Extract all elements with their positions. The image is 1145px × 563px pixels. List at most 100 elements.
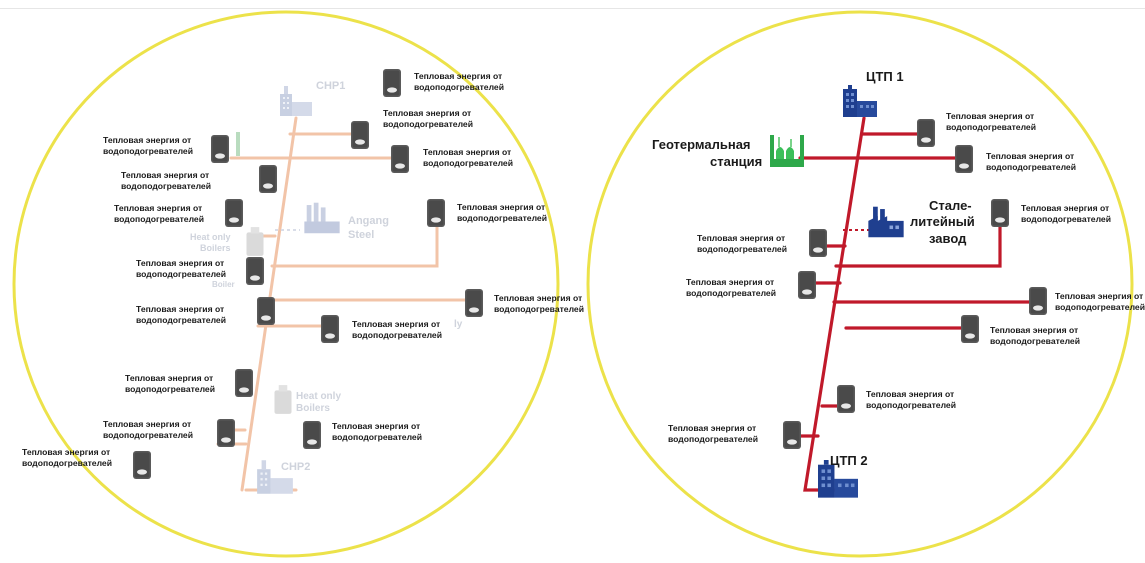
heater-caption-line: Тепловая энергия от [1021,203,1109,213]
heater-icon [133,451,151,479]
geo-label-1: Геотермальная [652,137,751,152]
heater-caption-line: водоподогревателей [414,82,504,92]
heater-caption-line: водоподогревателей [494,304,584,314]
heater-icon [321,315,339,343]
heater-icon [809,229,827,257]
heat-only-boilers-bottom-icon [274,385,292,414]
angang-steel-factory-icon [304,202,340,234]
angang-label-2: Steel [348,229,374,241]
heater-caption-line: Тепловая энергия от [383,108,471,118]
heater-caption-line: водоподогревателей [136,269,226,279]
heater-caption-line: Тепловая энергия от [414,71,502,81]
heater-caption-line: водоподогревателей [1021,214,1111,224]
right-panel: ЦТП 1 Геотермальная станция Стале- литей… [586,10,1134,558]
heater-caption-line: водоподогревателей [686,288,776,298]
steel-label-3: завод [929,231,967,246]
heater-icon [391,145,409,173]
heater-icon [991,199,1009,227]
heater-caption-line: водоподогревателей [383,119,473,129]
heater-group: Тепловая энергия отводоподогревателейТеп… [22,69,1145,479]
heater-caption-line: водоподогревателей [136,315,226,325]
steel-label-2: литейный [910,214,975,229]
heater-icon [917,119,935,147]
heater-icon [955,145,973,173]
heater-caption-line: водоподогревателей [423,158,513,168]
heater-caption-line: водоподогревателей [866,400,956,410]
heater-caption-line: водоподогревателей [103,430,193,440]
heater-icon [259,165,277,193]
heater-caption-line: Тепловая энергия от [686,277,774,287]
heater-caption-line: водоподогревателей [990,336,1080,346]
heater-caption-line: Тепловая энергия от [668,423,756,433]
heater-icon [427,199,445,227]
heater-caption-line: Тепловая энергия от [352,319,440,329]
angang-label-1: Angang [348,215,389,227]
ctp2-label: ЦТП 2 [830,453,868,468]
heater-icon [257,297,275,325]
chp1-building-icon [280,86,312,116]
right-ring [586,10,1134,558]
heater-caption-line: Тепловая энергия от [114,203,202,213]
heater-caption-line: водоподогревателей [114,214,204,224]
ctp1-label: ЦТП 1 [866,69,904,84]
heat-only-boilers-top-icon [246,227,264,256]
heater-icon [383,69,401,97]
heater-icon [211,135,229,163]
stray-label: ly [454,319,463,330]
heater-icon [225,199,243,227]
heater-icon [961,315,979,343]
heater-caption-line: Тепловая энергия от [866,389,954,399]
heater-caption-line: Тепловая энергия от [946,111,1034,121]
heater-icon [783,421,801,449]
steel-plant-factory-icon [868,206,904,238]
right-pipe-network [795,116,1042,492]
heater-caption-line: Тепловая энергия от [125,373,213,383]
heater-caption-line: Тепловая энергия от [332,421,420,431]
heater-icon [246,257,264,285]
geothermal-station-icon [770,135,804,167]
heater-icon [1029,287,1047,315]
ctp1-building-icon [843,85,877,117]
heater-caption-line: водоподогревателей [1055,302,1145,312]
heater-icon [217,419,235,447]
boilers-top-label-2: Boilers [200,243,231,253]
heater-caption-line: Тепловая энергия от [494,293,582,303]
heater-caption-line: Тепловая энергия от [103,419,191,429]
heater-caption-line: водоподогревателей [103,146,193,156]
heater-caption-line: Тепловая энергия от [22,447,110,457]
heater-caption-line: водоподогревателей [668,434,758,444]
heater-caption-line: Тепловая энергия от [457,202,545,212]
boilers-bottom-label-1: Heat only [296,391,341,402]
heater-caption-line: водоподогревателей [946,122,1036,132]
geo-label-2: станция [710,154,762,169]
left-panel: CHP1 Angang Steel Heat only Boilers Boil… [12,10,560,558]
heater-caption-line: Тепловая энергия от [990,325,1078,335]
left-ring [12,10,560,558]
boilers-bottom-label-2: Boilers [296,403,330,414]
heater-icon [235,369,253,397]
heater-caption-line: водоподогревателей [986,162,1076,172]
steel-label-1: Стале- [929,198,972,213]
top-divider [0,8,1145,9]
heater-caption-line: водоподогревателей [125,384,215,394]
heater-icon [465,289,483,317]
heater-caption-line: водоподогревателей [121,181,211,191]
boilers-top-label-1: Heat only [190,232,231,242]
boilers-top-partial-label: Boiler [212,280,235,289]
heater-icon [303,421,321,449]
heater-icon [351,121,369,149]
heater-caption-line: водоподогревателей [457,213,547,223]
heater-caption-line: Тепловая энергия от [121,170,209,180]
heater-caption-line: Тепловая энергия от [1055,291,1143,301]
heater-caption-line: водоподогревателей [22,458,112,468]
heater-caption-line: Тепловая энергия от [136,258,224,268]
heater-caption-line: водоподогревателей [352,330,442,340]
heater-icon [837,385,855,413]
heater-caption-line: Тепловая энергия от [103,135,191,145]
heater-caption-line: водоподогревателей [332,432,422,442]
heater-caption-line: водоподогревателей [697,244,787,254]
faded-green-mark [236,132,240,156]
heater-caption-line: Тепловая энергия от [136,304,224,314]
heater-caption-line: Тепловая энергия от [697,233,785,243]
